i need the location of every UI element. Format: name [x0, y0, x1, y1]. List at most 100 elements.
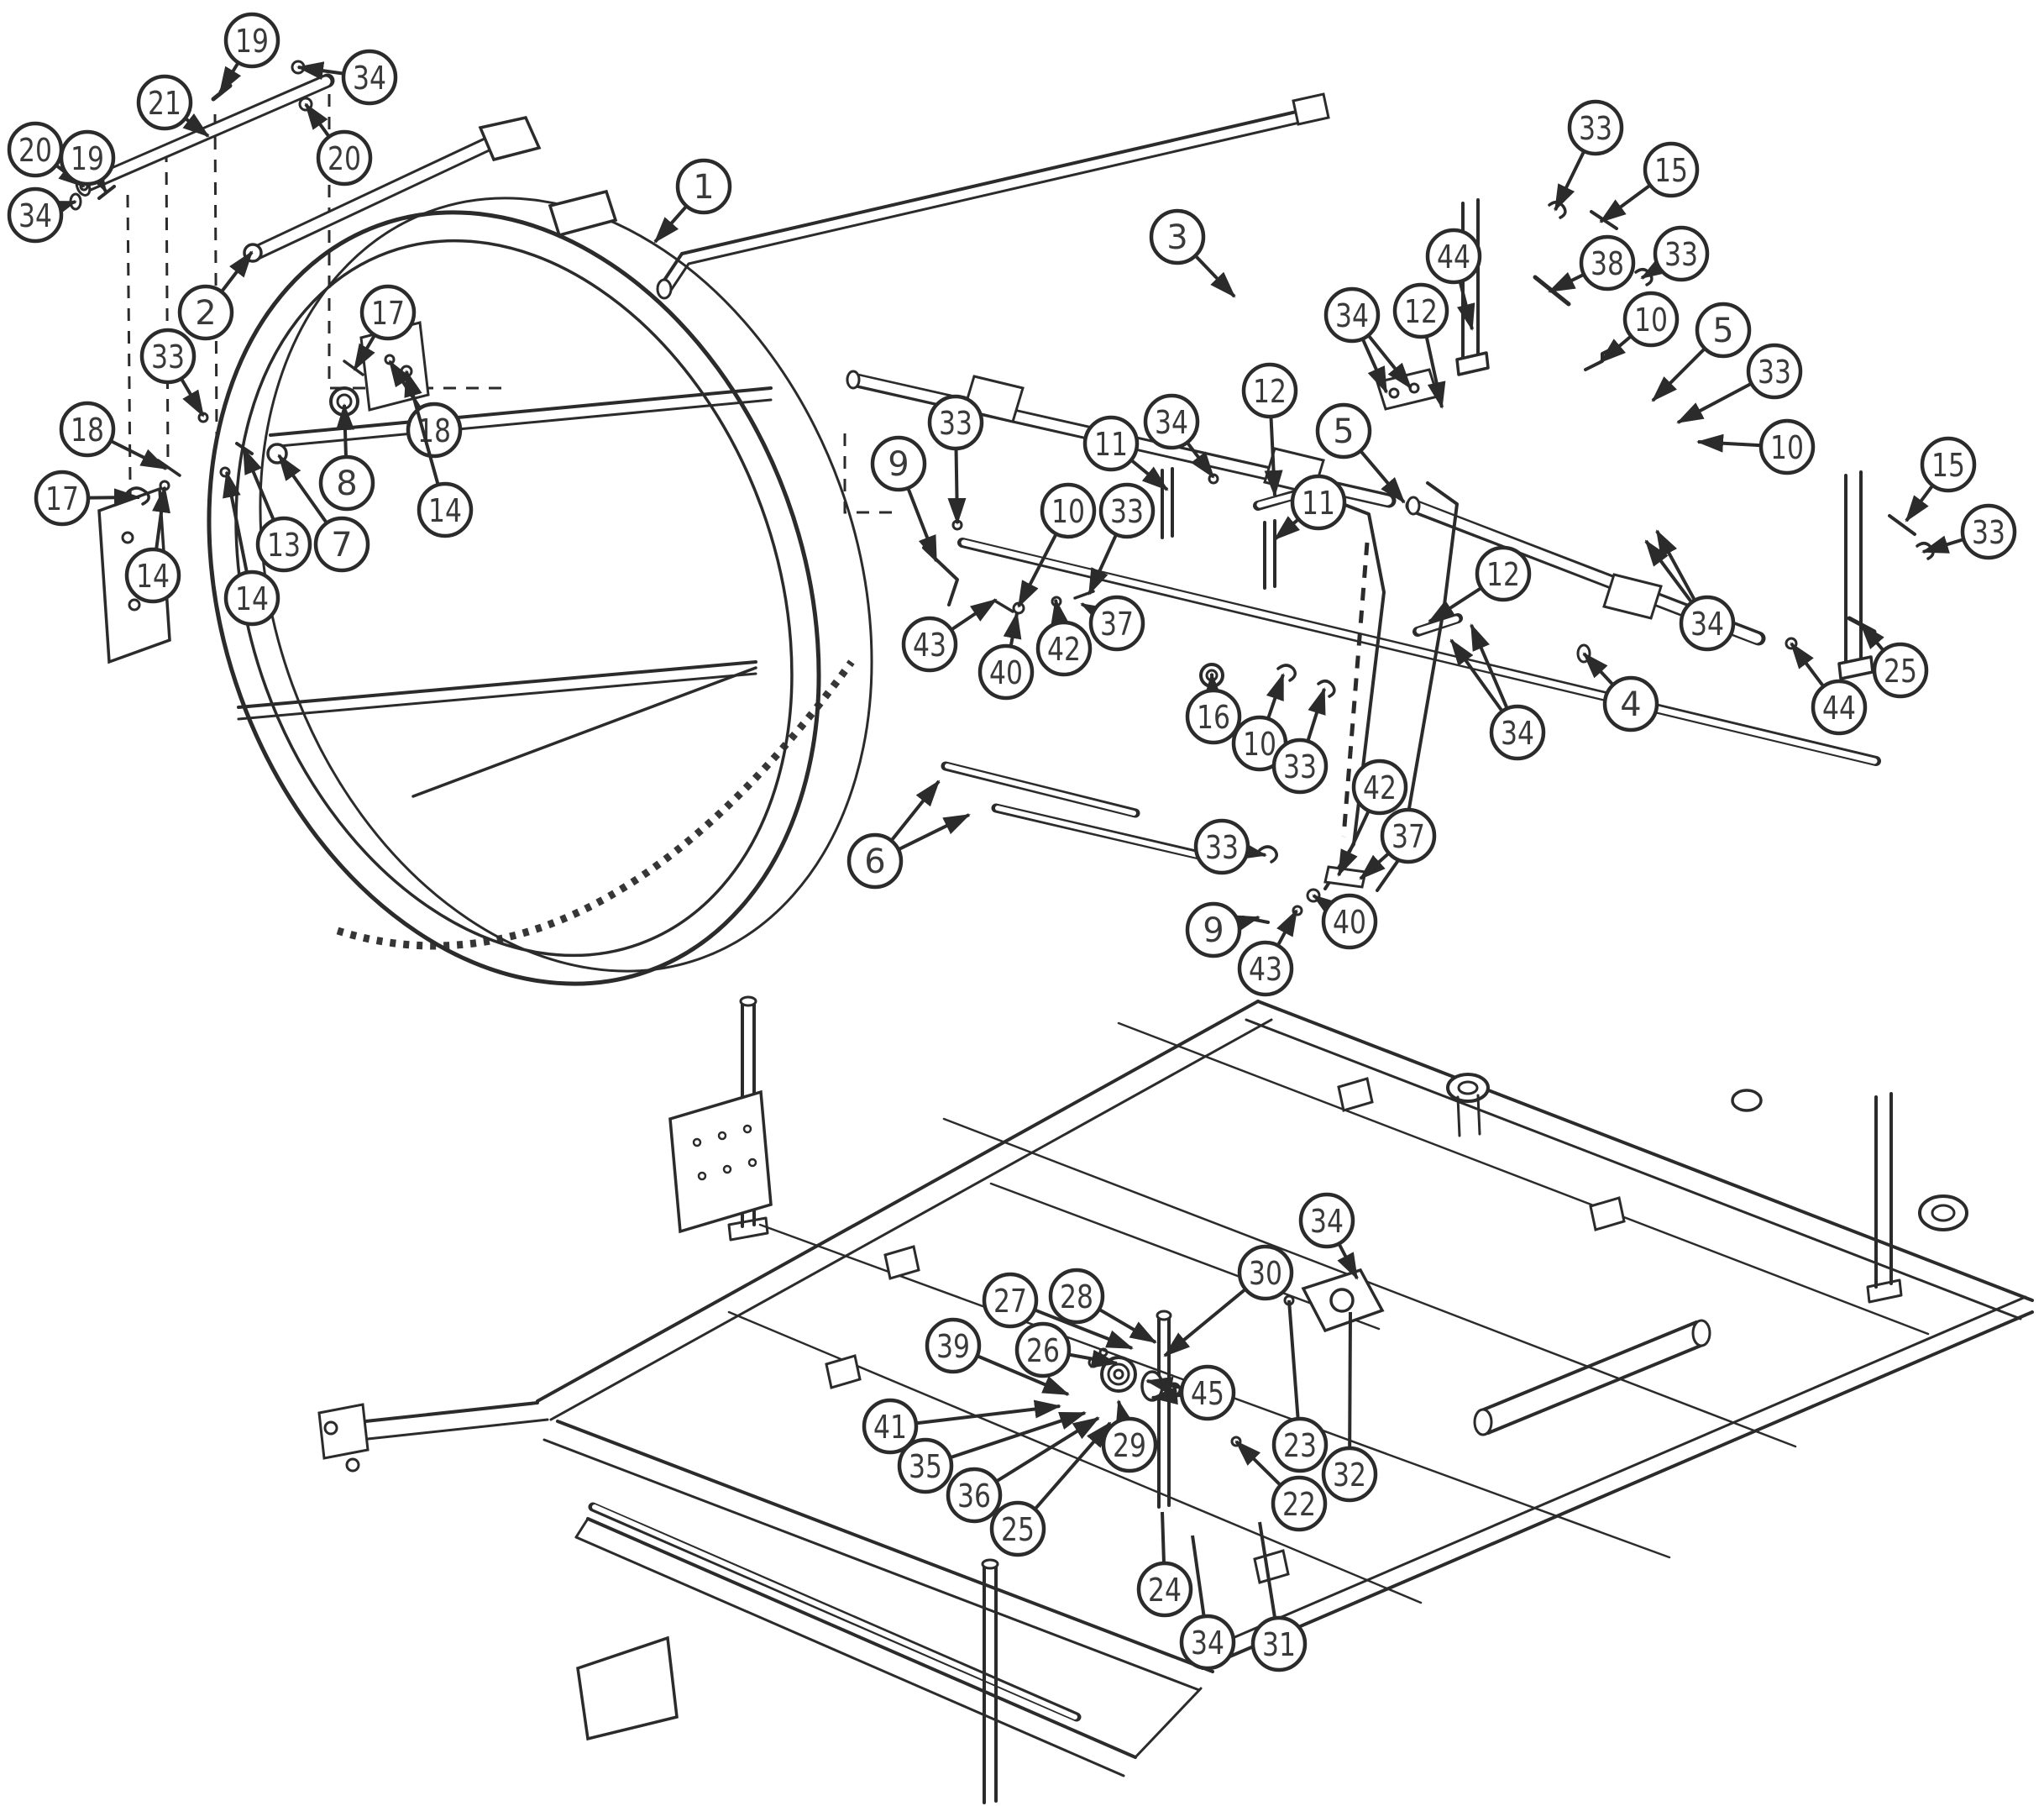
callout-33-58: 33 [1193, 818, 1267, 875]
callout-10-26: 10 [1599, 291, 1680, 364]
leader-line [1644, 539, 1692, 602]
callout-4-48: 4 [1582, 652, 1659, 732]
balloon-number: 15 [1654, 152, 1688, 189]
balloon-circle [1489, 704, 1546, 761]
balloon-number: 36 [957, 1478, 991, 1515]
ring-top-clamp [548, 189, 618, 238]
leader-line [1195, 255, 1236, 298]
leader-line [335, 403, 354, 456]
leader-line [1470, 623, 1508, 708]
leader-line [1187, 443, 1215, 479]
balloon-number: 41 [873, 1409, 907, 1446]
balloon-number: 15 [1931, 447, 1965, 484]
balloon-circle [1380, 807, 1437, 864]
leader-line [1003, 612, 1022, 645]
balloon-number: 14 [428, 492, 462, 529]
callout-44-23: 44 [1425, 228, 1482, 331]
balloon-number: 22 [1282, 1486, 1316, 1523]
balloon-number: 19 [71, 140, 104, 177]
balloon-circle [946, 1467, 1003, 1524]
callout-36-69: 36 [946, 1416, 1100, 1524]
balloon-circle [1351, 759, 1408, 816]
callout-10-31: 10 [1696, 418, 1816, 475]
balloon-circle [1475, 545, 1532, 602]
balloon-circle [7, 186, 64, 244]
balloon-number: 10 [1770, 429, 1804, 466]
balloon-circle [1323, 286, 1381, 344]
callout-14-13: 14 [124, 486, 181, 604]
balloon-number: 6 [864, 843, 885, 881]
balloon-circle [1392, 282, 1449, 339]
balloon-number: 20 [18, 132, 52, 169]
balloon-number: 40 [989, 654, 1023, 691]
leader-line [1234, 1440, 1281, 1486]
balloon-circle [1101, 1416, 1158, 1473]
leader-line [1582, 652, 1613, 685]
callout-5-29: 5 [1651, 302, 1752, 402]
leader-line [1161, 1511, 1166, 1562]
balloon-circle [977, 643, 1035, 701]
balloon-circle [846, 832, 904, 890]
balloon-number: 37 [1391, 818, 1425, 855]
leader-line [1360, 450, 1406, 504]
callout-19-5: 19 [59, 129, 116, 193]
leader-line [1035, 1309, 1134, 1350]
balloon-circle [1602, 675, 1659, 732]
clip-33c [1317, 680, 1336, 698]
callout-33-33: 33 [1921, 503, 2017, 560]
balloon-circle [1290, 474, 1347, 531]
callout-8-16: 8 [318, 403, 375, 512]
leader-line [1456, 282, 1475, 331]
balloon-number: 31 [1262, 1626, 1296, 1663]
balloon-circle [1579, 234, 1636, 291]
callout-14-19: 14 [223, 470, 280, 627]
balloon-number: 33 [1205, 829, 1239, 866]
balloon-number: 42 [1047, 631, 1081, 668]
balloon-number: 44 [1437, 239, 1470, 276]
leader-line [223, 470, 249, 572]
leader-line [1859, 622, 1884, 651]
callout-43-42: 43 [901, 598, 998, 673]
balloon-circle [139, 328, 197, 385]
balloon-circle [124, 547, 181, 604]
leader-line [1640, 256, 1669, 280]
leader-line [653, 206, 687, 244]
leader-line [1449, 638, 1503, 711]
gearbox [1301, 1268, 1385, 1333]
callout-16-50: 16 [1185, 672, 1242, 745]
balloon-number: 7 [331, 526, 352, 564]
balloon-circle [989, 1500, 1046, 1557]
leader-line [1651, 348, 1706, 402]
leader-line [1264, 417, 1283, 497]
callout-17-12: 17 [34, 470, 141, 527]
balloon-number: 25 [1884, 653, 1917, 690]
balloon-circle [1872, 642, 1929, 699]
leader-line [1035, 1421, 1112, 1509]
leader-line [1232, 915, 1260, 933]
pin-19-left [97, 185, 116, 200]
post-left [983, 1562, 998, 1804]
balloon-number: 33 [1972, 514, 2005, 551]
balloon-circle [1960, 503, 2017, 560]
balloon-number: 33 [1758, 354, 1791, 391]
balloon-number: 33 [939, 405, 972, 442]
leader-line [277, 454, 328, 523]
leader-line [404, 370, 440, 484]
balloon-number: 8 [336, 465, 357, 503]
callout-39-66: 39 [925, 1317, 1070, 1396]
leader-line [1361, 339, 1388, 394]
balloon-circle [177, 284, 234, 341]
balloon-circle [1622, 291, 1680, 348]
hitch-plate [317, 1403, 369, 1460]
balloon-number: 14 [235, 580, 269, 617]
leader-line [49, 200, 77, 218]
callout-15-22: 15 [1599, 141, 1700, 223]
callout-12-28: 12 [1392, 282, 1449, 409]
strap-11a [1161, 467, 1174, 539]
leader-line [947, 449, 967, 525]
leader-line [891, 780, 941, 841]
balloon-circle [927, 394, 984, 451]
callout-11-46: 11 [1273, 474, 1347, 541]
leader-line [1191, 1535, 1206, 1615]
